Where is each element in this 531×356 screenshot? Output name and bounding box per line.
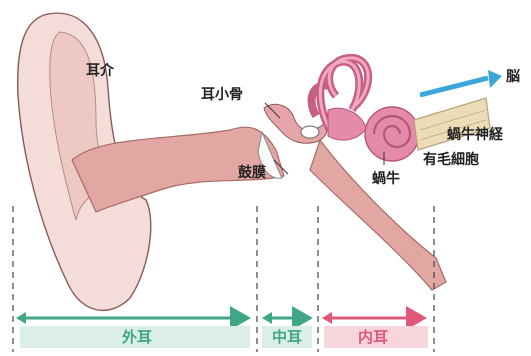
label-eardrum: 鼓膜 [238, 166, 266, 180]
cochlea-shape [365, 107, 419, 161]
brain-arrow [420, 78, 488, 95]
brain-arrow-head [488, 70, 502, 88]
inner-ear-arrow-left [322, 312, 332, 324]
vestibule-shape [328, 108, 366, 140]
outer-ear-arrow-left [16, 312, 26, 324]
section-outer-ear: 外耳 [122, 330, 152, 345]
label-cochlear-nerve: 蝸牛神経 [447, 128, 503, 142]
section-inner-ear: 内耳 [358, 330, 388, 345]
label-ossicles: 耳小骨 [201, 88, 243, 102]
oval-window [301, 126, 319, 138]
middle-ear-arrow-left [262, 312, 272, 324]
section-middle-ear: 中耳 [272, 330, 302, 345]
label-cochlea: 蝸牛 [372, 172, 400, 186]
label-hair-cells: 有毛細胞 [423, 153, 479, 167]
label-brain: 脳 [506, 70, 520, 84]
label-auricle: 耳介 [86, 64, 114, 78]
